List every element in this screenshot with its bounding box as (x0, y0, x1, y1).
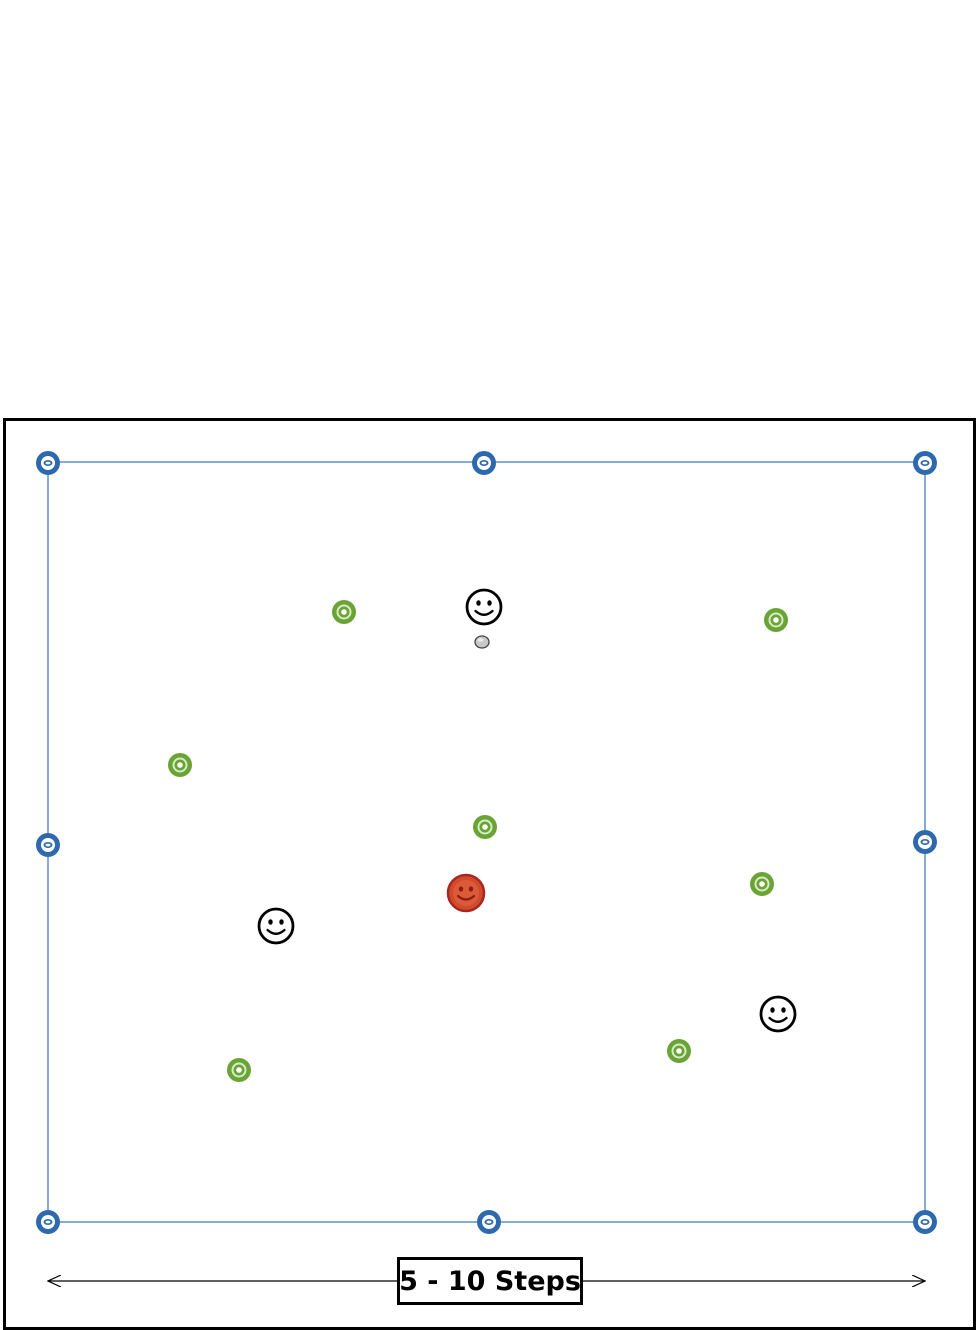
green-cone-icon (667, 1039, 691, 1063)
green-cone-icon (168, 753, 192, 777)
smiley-player-icon (465, 588, 503, 626)
green-cone-icon (332, 600, 356, 624)
smiley-player-icon (759, 995, 797, 1033)
blue-cone-icon (36, 451, 60, 475)
green-cone-icon (750, 872, 774, 896)
green-cone-icon (227, 1058, 251, 1082)
blue-cone-icon (913, 830, 937, 854)
blue-cone-icon (913, 451, 937, 475)
ball-icon (474, 635, 490, 649)
diagram-frame (3, 418, 976, 1330)
red-smiley-tagger-icon (446, 873, 486, 913)
boundary-cones (36, 451, 937, 1234)
players (257, 588, 797, 1033)
smiley-player-icon (257, 907, 295, 945)
field-boundary (47, 461, 926, 1223)
inner-cones (168, 600, 788, 1082)
blue-cone-icon (472, 451, 496, 475)
distance-label: 5 - 10 Steps (397, 1257, 583, 1305)
blue-cone-icon (913, 1210, 937, 1234)
blue-cone-icon (477, 1210, 501, 1234)
blue-cone-icon (36, 1210, 60, 1234)
green-cone-icon (473, 815, 497, 839)
green-cone-icon (764, 608, 788, 632)
blue-cone-icon (36, 833, 60, 857)
